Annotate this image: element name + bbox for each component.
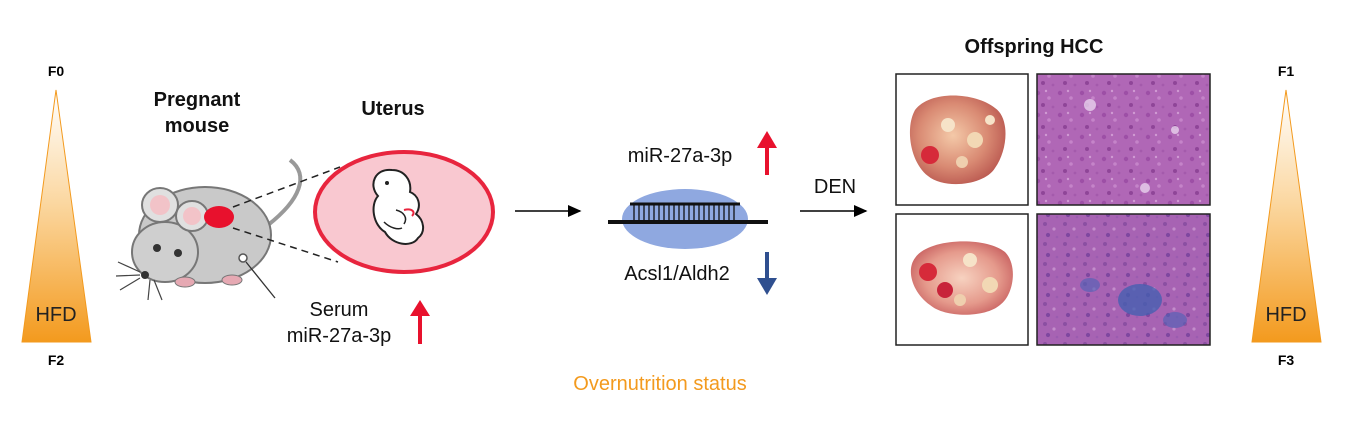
zoom-line-bottom — [232, 227, 339, 263]
mirna-mrna-duplex-icon — [608, 202, 768, 224]
den-label: DEN — [814, 176, 856, 198]
serum-label: Serum — [310, 299, 369, 321]
pregnant-mouse-section: Pregnant mouse — [115, 89, 430, 347]
uterus-section: Uterus — [313, 98, 495, 274]
mouse-title-line1: Pregnant — [154, 89, 241, 111]
liver-photo-top — [895, 73, 1029, 206]
histology-image-bottom — [1036, 213, 1211, 346]
hfd-triangle-right — [1251, 89, 1322, 343]
offspring-title: Offspring HCC — [965, 36, 1104, 58]
mirna-label: miR-27a-3p — [628, 145, 732, 167]
generation-label-f3: F3 — [1278, 352, 1295, 368]
den-treatment: DEN — [800, 176, 868, 217]
overnutrition-status-label: Overnutrition status — [573, 373, 746, 395]
generation-label-f2: F2 — [48, 352, 65, 368]
offspring-hcc-section: Offspring HCC — [895, 36, 1211, 346]
hfd-triangle-left — [21, 89, 92, 343]
serum-mirna-label: miR-27a-3p — [287, 325, 391, 347]
embryo-icon — [372, 168, 424, 245]
targets-label: Acsl1/Aldh2 — [624, 263, 730, 285]
liver-photo-bottom — [895, 213, 1029, 346]
hfd-label-right: HFD — [1265, 304, 1306, 326]
histology-image-top — [1036, 73, 1211, 206]
targets-down-arrow-icon — [757, 252, 777, 295]
serum-up-arrow-icon — [410, 300, 430, 344]
generation-label-f0: F0 — [48, 63, 65, 79]
right-generation-gradient: F1 HFD F3 — [1251, 63, 1322, 368]
mouse-title-line2: mouse — [165, 115, 229, 137]
mirna-up-arrow-icon — [757, 131, 777, 175]
mechanism-section: miR-27a-3p Acsl1/Aldh2 — [608, 131, 777, 295]
mouse-icon — [115, 158, 303, 301]
uterus-title: Uterus — [361, 98, 424, 120]
uterus-mark — [204, 206, 234, 228]
generation-label-f1: F1 — [1278, 63, 1295, 79]
hfd-label-left: HFD — [35, 304, 76, 326]
left-generation-gradient: F0 HFD F2 — [21, 63, 92, 368]
